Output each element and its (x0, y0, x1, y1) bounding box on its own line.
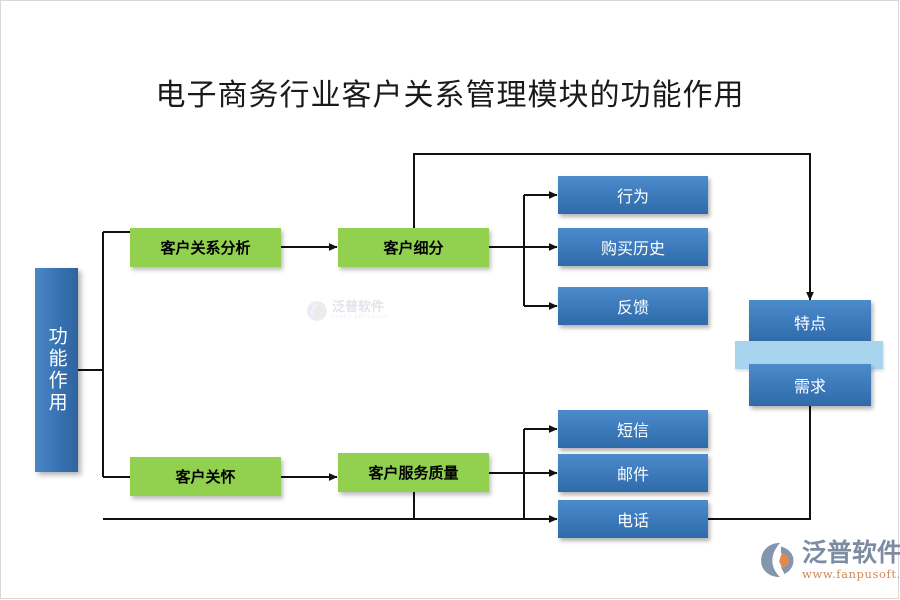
node-purchase-history[interactable]: 购买历史 (558, 228, 708, 266)
brand-url: www.fanpusoft.com (802, 567, 900, 582)
brand-text-group: 泛普软件 www.fanpusoft.com (802, 538, 900, 582)
node-service-quality[interactable]: 客户服务质量 (338, 453, 489, 492)
node-sms[interactable]: 短信 (558, 410, 708, 448)
brand-logo: 泛普软件 www.fanpusoft.com (760, 539, 900, 592)
node-phone[interactable]: 电话 (558, 500, 708, 538)
fanpu-logo-icon (761, 542, 794, 578)
node-customer-relationship-analysis[interactable]: 客户关系分析 (130, 228, 281, 267)
node-customer-care[interactable]: 客户关怀 (130, 457, 281, 496)
node-feedback[interactable]: 反馈 (558, 287, 708, 325)
node-characteristics[interactable]: 特点 (749, 300, 871, 343)
node-customer-segmentation[interactable]: 客户细分 (338, 228, 489, 267)
page-title: 电子商务行业客户关系管理模块的功能作用 (155, 78, 745, 113)
node-behavior[interactable]: 行为 (558, 176, 708, 214)
brand-name: 泛普软件 (802, 538, 900, 567)
node-email[interactable]: 邮件 (558, 454, 708, 492)
node-requirements[interactable]: 需求 (749, 364, 871, 406)
node-root-function-role[interactable]: 功能作用 (35, 268, 78, 472)
